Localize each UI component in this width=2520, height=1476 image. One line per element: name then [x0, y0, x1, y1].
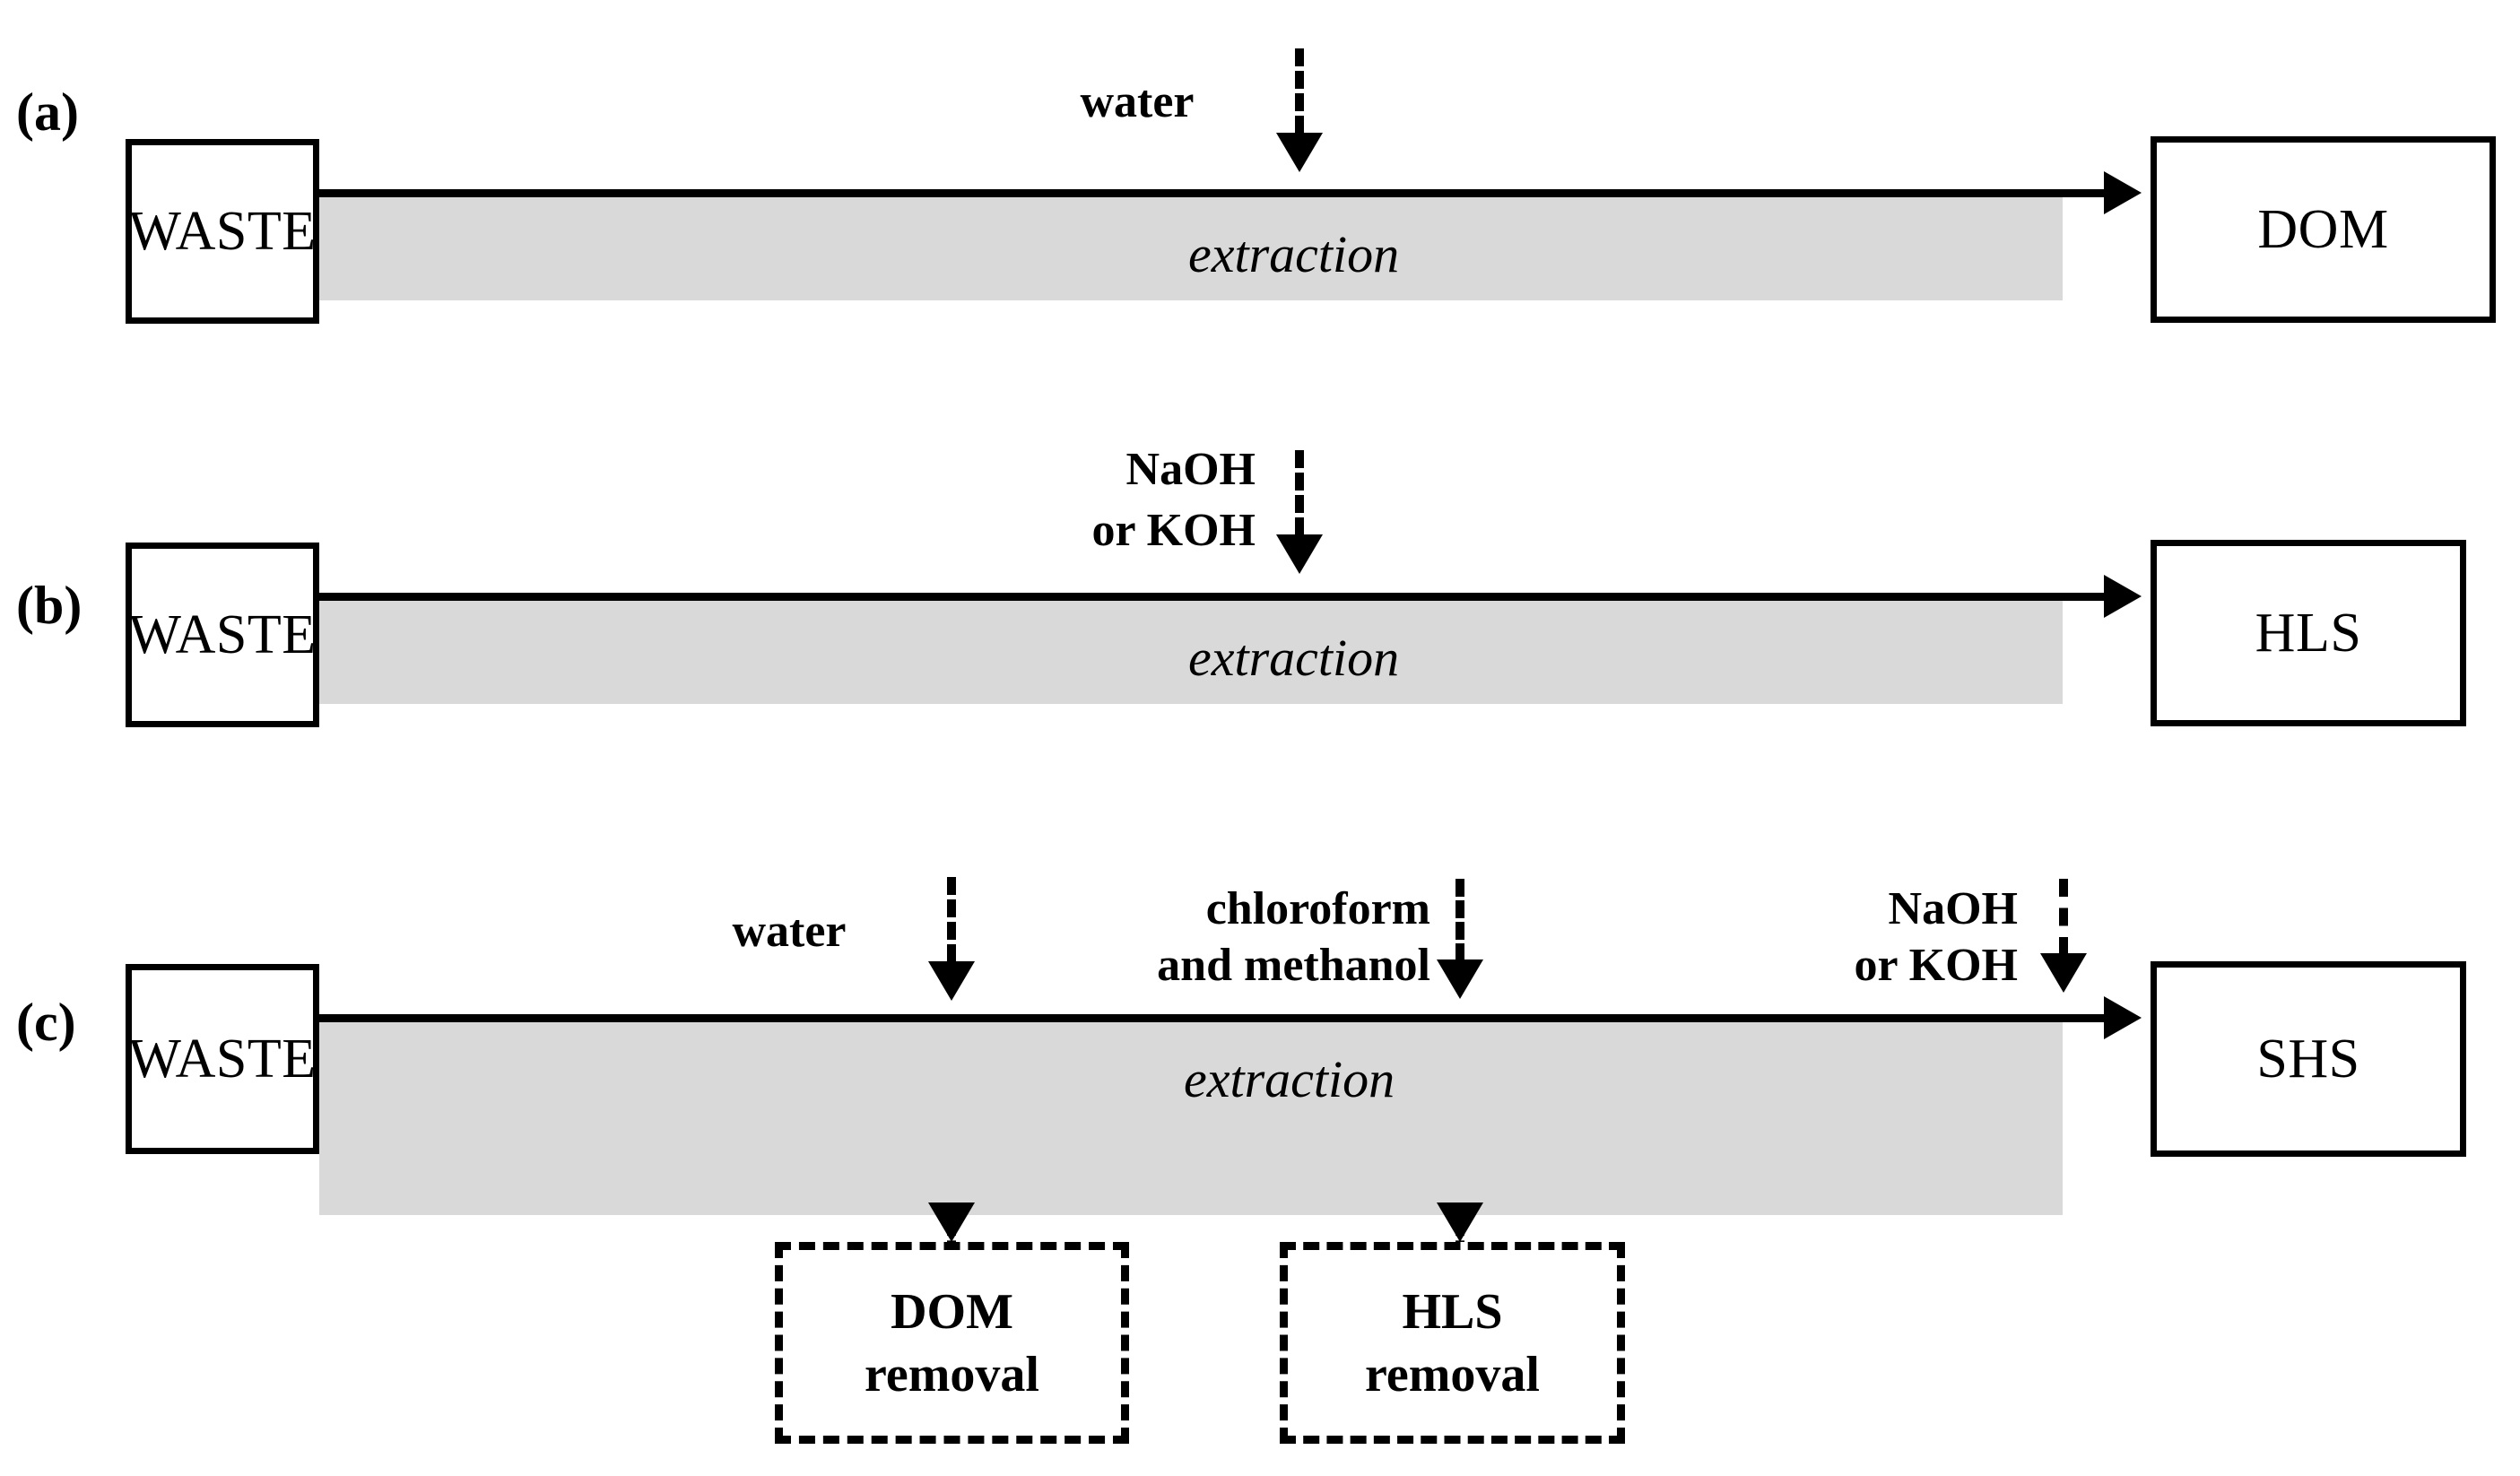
reagent-label-water-c: water: [732, 906, 847, 957]
hls-box-b-label: HLS: [2255, 603, 2362, 664]
reagent-label-chloroform-c-line2: and methanol: [1157, 940, 1430, 991]
reagent-label-water-a: water: [1080, 76, 1195, 127]
reagent-arrow-line-water-a: [1295, 48, 1304, 134]
reagent-arrow-line-chloroform-c: [1456, 879, 1464, 961]
reagent-arrow-line-water-c: [947, 877, 956, 962]
dom-removal-box-c: DOM removal: [775, 1242, 1129, 1444]
removal-arrow-head-hls-c: [1437, 1203, 1483, 1242]
reagent-arrow-head-naoh-b: [1276, 534, 1323, 574]
hls-removal-box-c-line2: removal: [1365, 1346, 1540, 1402]
extraction-bar-b: [319, 596, 2063, 704]
dom-box-a: DOM: [2151, 136, 2496, 323]
panel-label-b: (b): [16, 576, 83, 635]
reagent-label-naoh-b-line2: or KOH: [1091, 505, 1256, 556]
extraction-label-a: extraction: [1188, 225, 1400, 283]
reagent-label-chloroform-c-line1: chloroform: [1205, 883, 1430, 934]
reagent-label-naoh-c-line1: NaOH: [1888, 883, 2018, 934]
reagent-arrow-head-chloroform-c: [1437, 959, 1483, 999]
dom-removal-box-c-line2: removal: [865, 1346, 1039, 1402]
extraction-label-b: extraction: [1188, 629, 1400, 687]
hls-removal-box-c-line1: HLS: [1402, 1283, 1503, 1340]
reagent-arrow-line-naoh-c: [2059, 879, 2068, 955]
process-arrow-line-c: [319, 1014, 2104, 1022]
waste-box-c-label: WASTE: [128, 1029, 317, 1090]
extraction-label-c: extraction: [1184, 1050, 1395, 1108]
hls-box-b: HLS: [2151, 540, 2466, 726]
reagent-label-naoh-c-line2: or KOH: [1854, 940, 2018, 991]
reagent-arrow-head-water-c: [928, 961, 975, 1001]
waste-box-c: WASTE: [126, 964, 319, 1154]
process-arrow-line-a: [319, 189, 2104, 197]
process-arrow-head-a: [2104, 171, 2142, 214]
extraction-bar-a: [319, 193, 2063, 300]
shs-box-c-label: SHS: [2256, 1029, 2360, 1090]
shs-box-c: SHS: [2151, 961, 2466, 1157]
panel-label-a: (a): [16, 82, 79, 142]
process-arrow-head-b: [2104, 575, 2142, 618]
dom-removal-box-c-line1: DOM: [891, 1283, 1013, 1340]
reagent-label-naoh-b-line1: NaOH: [1125, 444, 1256, 495]
reagent-arrow-head-naoh-c: [2040, 953, 2087, 993]
hls-removal-box-c: HLS removal: [1280, 1242, 1625, 1444]
process-arrow-line-b: [319, 593, 2104, 601]
panel-label-c: (c): [16, 993, 76, 1052]
waste-box-b-label: WASTE: [128, 604, 317, 665]
waste-box-a: WASTE: [126, 139, 319, 324]
dom-box-a-label: DOM: [2257, 199, 2389, 260]
reagent-arrow-line-naoh-b: [1295, 450, 1304, 535]
waste-box-a-label: WASTE: [128, 201, 317, 262]
reagent-arrow-head-water-a: [1276, 133, 1323, 172]
process-arrow-head-c: [2104, 996, 2142, 1039]
extraction-bar-c: [319, 1018, 2063, 1215]
waste-box-b: WASTE: [126, 543, 319, 727]
removal-arrow-head-dom-c: [928, 1203, 975, 1242]
